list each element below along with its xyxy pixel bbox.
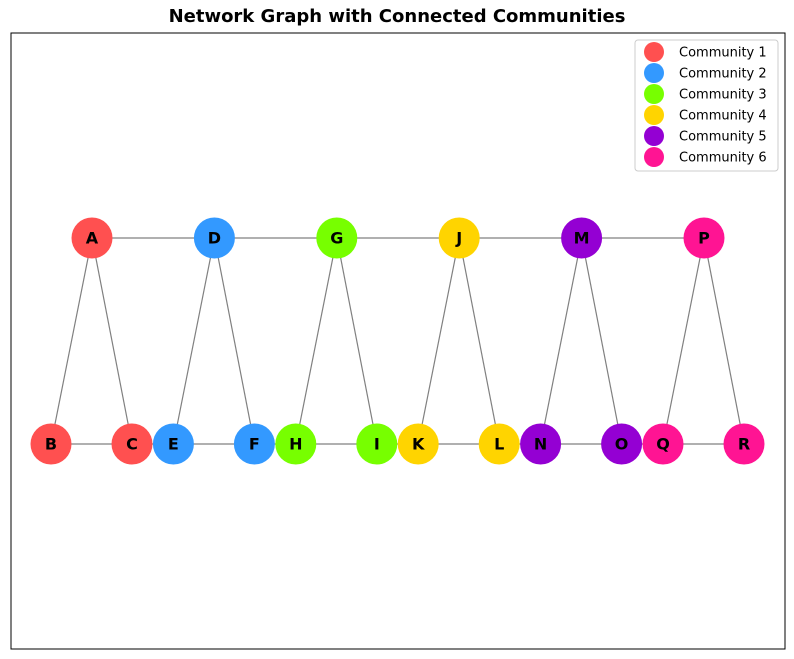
legend: Community 1 Community 2 Community 3 Communi… [634, 39, 779, 172]
node-label-N: N [534, 435, 547, 454]
node-G: G [316, 217, 358, 259]
edge-A-C [91, 237, 133, 445]
legend-label-4: Community 4 [679, 109, 767, 124]
node-circle-E [152, 423, 194, 465]
node-circle-Q [642, 423, 684, 465]
node-E: E [152, 423, 194, 465]
node-R: R [723, 423, 765, 465]
node-circle-O [601, 423, 643, 465]
node-N: N [520, 423, 562, 465]
edge-D-E [172, 237, 215, 445]
legend-label-2: Community 2 [679, 67, 767, 82]
node-label-K: K [412, 435, 425, 454]
legend-marker-1 [644, 42, 664, 62]
legend-label-5: Community 5 [679, 130, 767, 145]
node-O: O [601, 423, 643, 465]
node-K: K [397, 423, 439, 465]
edge-M-O [581, 237, 623, 445]
legend-label-3: Community 3 [679, 88, 767, 103]
node-F: F [233, 423, 275, 465]
edge-D-F [213, 237, 255, 445]
plot-frame [10, 32, 786, 650]
node-D: D [193, 217, 235, 259]
node-circle-R [723, 423, 765, 465]
node-J: J [438, 217, 480, 259]
node-Q: Q [642, 423, 684, 465]
node-M: M [561, 217, 603, 259]
node-label-C: C [126, 435, 138, 454]
node-circle-A [71, 217, 113, 259]
node-circle-L [478, 423, 520, 465]
node-label-I: I [374, 435, 380, 454]
node-L: L [478, 423, 520, 465]
legend-marker-6 [644, 147, 664, 167]
edge-J-K [417, 237, 460, 445]
node-label-Q: Q [656, 435, 670, 454]
legend-marker-4 [644, 105, 664, 125]
node-label-O: O [615, 435, 629, 454]
edge-M-N [540, 237, 583, 445]
node-circle-G [316, 217, 358, 259]
node-label-R: R [738, 435, 750, 454]
node-B: B [30, 423, 72, 465]
node-label-B: B [45, 435, 57, 454]
legend-marker-2 [644, 63, 664, 83]
node-circle-H [275, 423, 317, 465]
edge-G-I [336, 237, 378, 445]
node-label-G: G [330, 229, 343, 248]
node-label-D: D [208, 229, 221, 248]
legend-label-1: Community 1 [679, 46, 767, 61]
node-H: H [275, 423, 317, 465]
node-circle-C [111, 423, 153, 465]
node-label-H: H [289, 435, 302, 454]
legend-box [634, 39, 779, 172]
edge-J-L [458, 237, 500, 445]
edge-P-Q [662, 237, 705, 445]
legend-marker-5 [644, 126, 664, 146]
node-circle-F [233, 423, 275, 465]
node-circle-D [193, 217, 235, 259]
nodes-layer: A B C D E F G H I J K L M N O P Q R [30, 217, 765, 465]
node-label-J: J [455, 229, 462, 248]
node-label-E: E [168, 435, 179, 454]
legend-marker-3 [644, 84, 664, 104]
node-circle-P [683, 217, 725, 259]
node-label-M: M [574, 229, 590, 248]
node-I: I [356, 423, 398, 465]
node-P: P [683, 217, 725, 259]
node-circle-N [520, 423, 562, 465]
chart-title: Network Graph with Connected Communities [168, 6, 626, 27]
node-label-L: L [494, 435, 504, 454]
node-circle-B [30, 423, 72, 465]
node-label-A: A [86, 229, 99, 248]
node-label-F: F [249, 435, 260, 454]
edge-G-H [295, 237, 338, 445]
edge-A-B [50, 237, 93, 445]
node-circle-I [356, 423, 398, 465]
node-A: A [71, 217, 113, 259]
node-circle-M [561, 217, 603, 259]
node-C: C [111, 423, 153, 465]
node-circle-J [438, 217, 480, 259]
legend-label-6: Community 6 [679, 151, 767, 166]
edge-P-R [703, 237, 745, 445]
node-label-P: P [698, 229, 710, 248]
node-circle-K [397, 423, 439, 465]
edges-layer [50, 237, 745, 445]
